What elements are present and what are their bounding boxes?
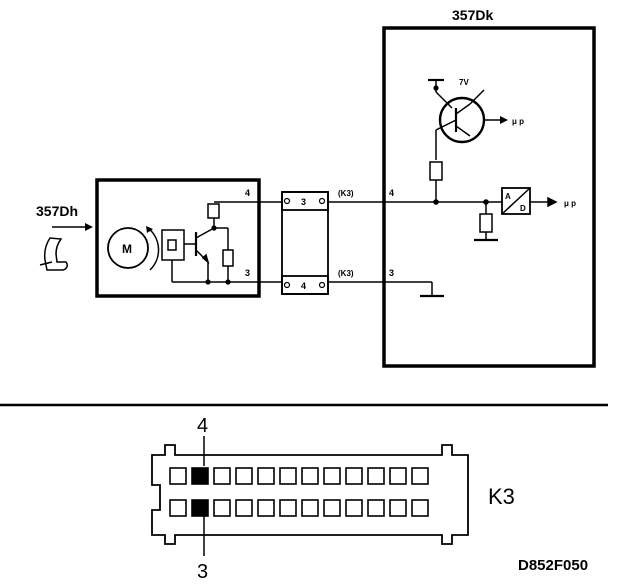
connector-pin (257, 499, 275, 517)
control-unit-box (382, 26, 596, 368)
rotation-arrow-icon (147, 227, 160, 271)
transistor-output-label: μ p (512, 117, 524, 126)
connector-pin-label-bottom: 3 (197, 561, 208, 583)
connector-pin (367, 467, 385, 485)
connector-pin (367, 499, 385, 517)
control-unit-label: 357Dk (452, 7, 493, 23)
connector-pin (323, 467, 341, 485)
junction-pin-top: 3 (301, 197, 306, 207)
hall-sensor-circuit (161, 201, 258, 283)
motor-symbol (107, 227, 149, 269)
signal-wires (258, 201, 486, 283)
connector-pin-filled (191, 499, 209, 517)
adc-label-d: D (520, 204, 526, 213)
connector-pin (345, 467, 363, 485)
sensor-pin-3: 3 (245, 268, 250, 278)
connector-pin-filled (191, 467, 209, 485)
junction-dot (483, 199, 489, 205)
seat-sensor-module: 357Dh M (36, 178, 261, 298)
sensor-pin-4: 4 (245, 188, 250, 198)
connector-pin (169, 467, 187, 485)
connector-junction: 3 4 (281, 191, 329, 295)
junction-dot (433, 199, 439, 205)
motor-label: M (122, 242, 132, 256)
junction-dot (211, 225, 217, 231)
arrow-right-icon (500, 116, 508, 124)
connector-pin (257, 467, 275, 485)
connector-pin (213, 499, 231, 517)
connector-pin (323, 499, 341, 517)
seat-sensor-box (95, 178, 261, 298)
seat-icon (39, 237, 68, 271)
control-unit-357Dk: 357Dk (382, 7, 596, 368)
connector-pin (279, 499, 297, 517)
connector-pin (411, 467, 429, 485)
connector-pin (389, 467, 407, 485)
arrow-right-icon (52, 223, 93, 231)
connector-pin (235, 467, 253, 485)
connector-pin (301, 499, 319, 517)
connector-pin (345, 499, 363, 517)
adc-label-a: A (505, 192, 511, 201)
connector-pin (389, 499, 407, 517)
wire-label-top: (K3) (338, 189, 354, 198)
supply-voltage-label: 7V (459, 78, 469, 87)
connector-pin (411, 499, 429, 517)
connector-pin (235, 499, 253, 517)
connector-pin (301, 467, 319, 485)
connector-pin (279, 467, 297, 485)
ecu-pin-4: 4 (389, 188, 394, 198)
junction-dot (225, 279, 231, 285)
connector-outline (151, 444, 469, 545)
connector-pin (169, 499, 187, 517)
connector-pin-grid (169, 467, 429, 517)
junction-pin-bottom: 4 (301, 281, 306, 291)
adc-output-label: μ p (564, 199, 576, 208)
ecu-internal-circuit (420, 78, 558, 298)
connector-k3-face: K3 4 3 (151, 415, 515, 583)
junction-block (281, 191, 329, 295)
connector-name: K3 (488, 484, 515, 509)
junction-dot (433, 85, 439, 91)
junction-dot (205, 279, 211, 285)
figure-code: D852F050 (518, 557, 588, 574)
connector-pin (213, 467, 231, 485)
wire-label-bottom: (K3) (338, 269, 354, 278)
connector-pin-label-top: 4 (197, 415, 208, 437)
seat-sensor-label: 357Dh (36, 203, 78, 219)
ecu-pin-3: 3 (389, 268, 394, 278)
